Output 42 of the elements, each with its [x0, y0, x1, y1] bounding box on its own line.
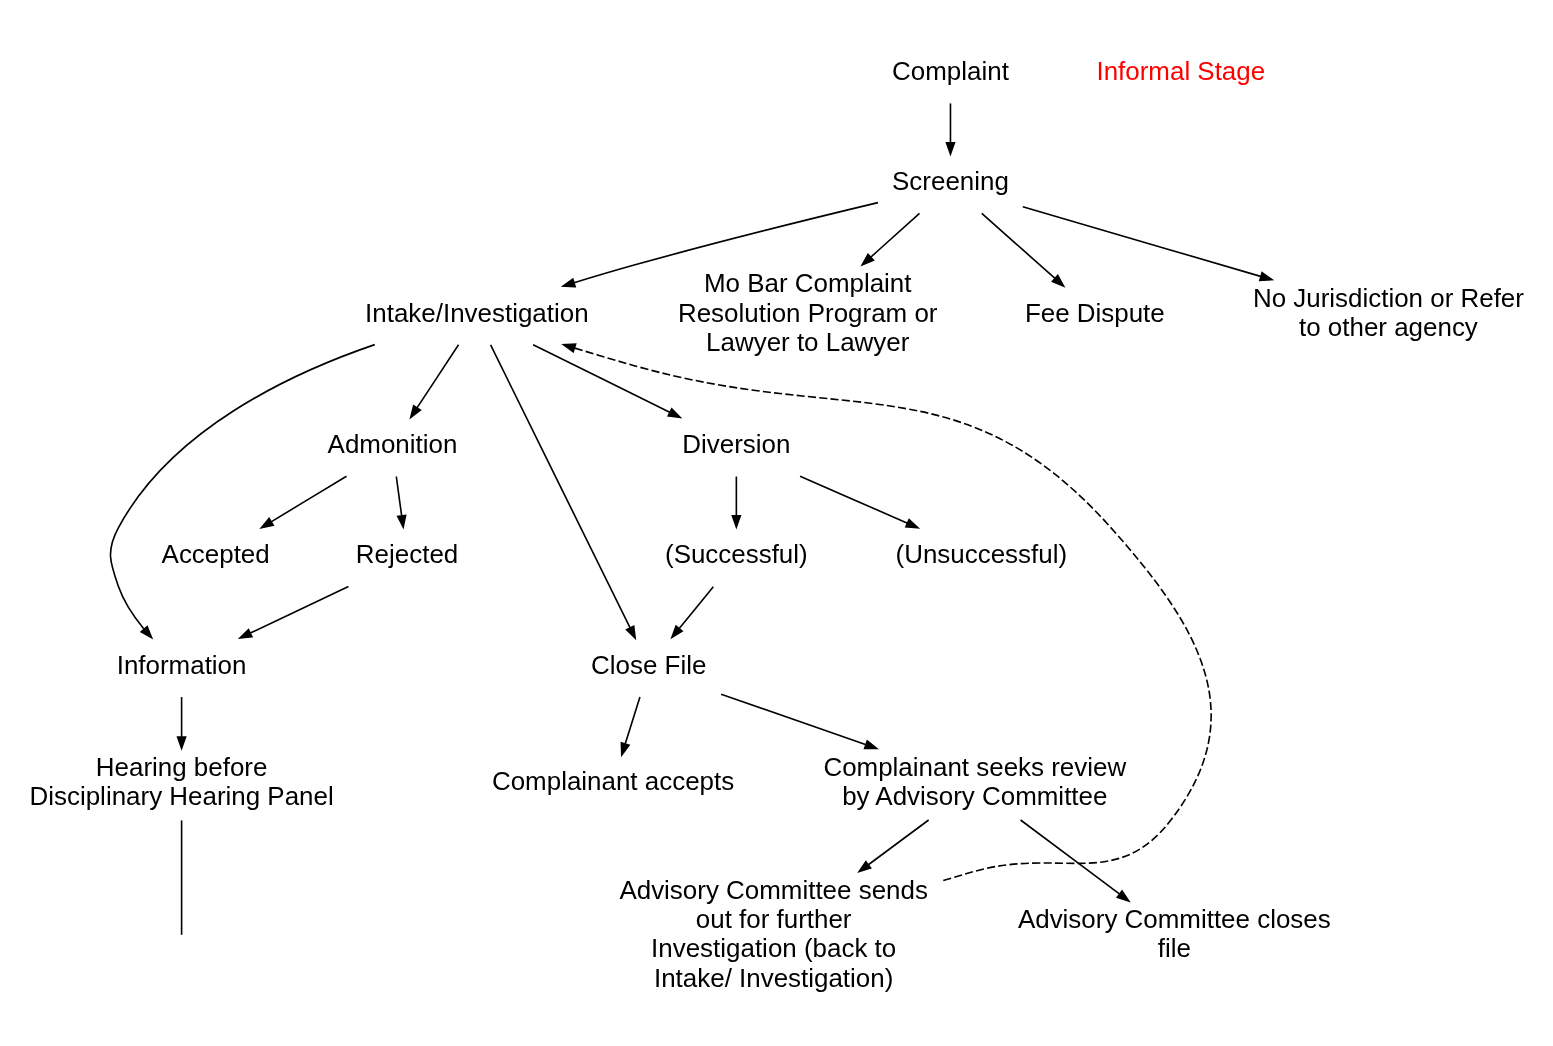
arrow: [620, 696, 641, 758]
arrow: [731, 475, 742, 530]
node-text: (Unsuccessful): [895, 540, 1068, 569]
arrow: [560, 201, 879, 288]
node-text: Diversion: [682, 429, 791, 458]
node-text: Fee Dispute: [1024, 298, 1165, 327]
arrow: [945, 102, 956, 157]
node-text: Rejected: [355, 540, 459, 569]
node-text: Advisory Committee closes file: [1017, 905, 1331, 963]
node-text: Accepted: [161, 540, 270, 569]
node-text: Information: [116, 650, 247, 679]
arrow: [981, 212, 1066, 288]
connector: [180, 819, 183, 936]
node-text: Complainant accepts: [491, 767, 735, 796]
arrow: [1022, 205, 1275, 282]
arrow: [409, 344, 460, 420]
arrow: [860, 212, 921, 267]
arrow: [561, 343, 1212, 882]
arrow: [857, 819, 930, 874]
label: Informal Stage: [1096, 56, 1266, 85]
arrow: [237, 585, 350, 640]
arrow: [670, 586, 715, 640]
arrow: [532, 344, 683, 419]
node-text: (Successful): [665, 540, 808, 569]
arrow: [489, 344, 637, 641]
node-text: Intake/Investigation: [365, 298, 589, 327]
node-text: Admonition: [327, 429, 458, 458]
arrow: [395, 475, 407, 530]
arrow: [109, 343, 376, 640]
node-text: Advisory Committee sends out for further Investigation (back to Intake/ Investigation): [619, 876, 928, 992]
node-text: Mo Bar Complaint Resolution Program or Lawyer to Lawyer: [677, 269, 938, 356]
arrow: [720, 693, 879, 750]
node-text: Hearing before Disciplinary Hearing Panel: [29, 752, 334, 810]
arrow: [799, 475, 921, 529]
arrow: [1019, 819, 1131, 903]
node-text: Complaint: [892, 56, 1009, 85]
arrow: [176, 696, 187, 751]
node-text: Screening: [892, 167, 1009, 196]
node-text: Close File: [591, 650, 707, 679]
node-text: No Jurisdiction or Refer to other agency: [1252, 283, 1524, 342]
arrow: [259, 475, 348, 529]
node-text: Complainant seeks review by Advisory Committee: [823, 752, 1127, 810]
